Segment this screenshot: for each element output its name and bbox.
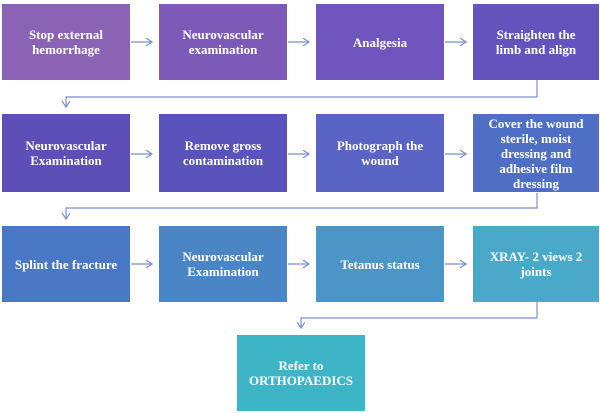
arrow-n4-n5 <box>66 80 538 107</box>
step-splint-fracture: Splint the fracture <box>2 226 130 302</box>
step-stop-external-hemorrhage: Stop external hemorrhage <box>2 4 130 80</box>
step-neurovascular-examination-3: Neurovascular Examination <box>159 226 287 302</box>
step-tetanus-status: Tetanus status <box>316 226 444 302</box>
arrow-n12-n13 <box>301 302 538 328</box>
step-photograph-wound: Photograph the wound <box>316 114 444 192</box>
step-neurovascular-examination-2: Neurovascular Examination <box>2 114 130 192</box>
step-cover-wound: Cover the wound sterile, moist dressing … <box>473 114 599 192</box>
step-remove-gross-contamination: Remove gross contamination <box>159 114 287 192</box>
step-straighten-limb: Straighten the limb and align <box>473 4 599 80</box>
arrow-n8-n9 <box>66 193 538 219</box>
step-neurovascular-examination-1: Neurovascular examination <box>159 4 287 80</box>
step-xray-views: XRAY- 2 views 2 joints <box>473 226 599 302</box>
step-refer-to-orthopaedics: Refer to ORTHOPAEDICS <box>237 335 365 411</box>
step-analgesia: Analgesia <box>316 4 444 80</box>
